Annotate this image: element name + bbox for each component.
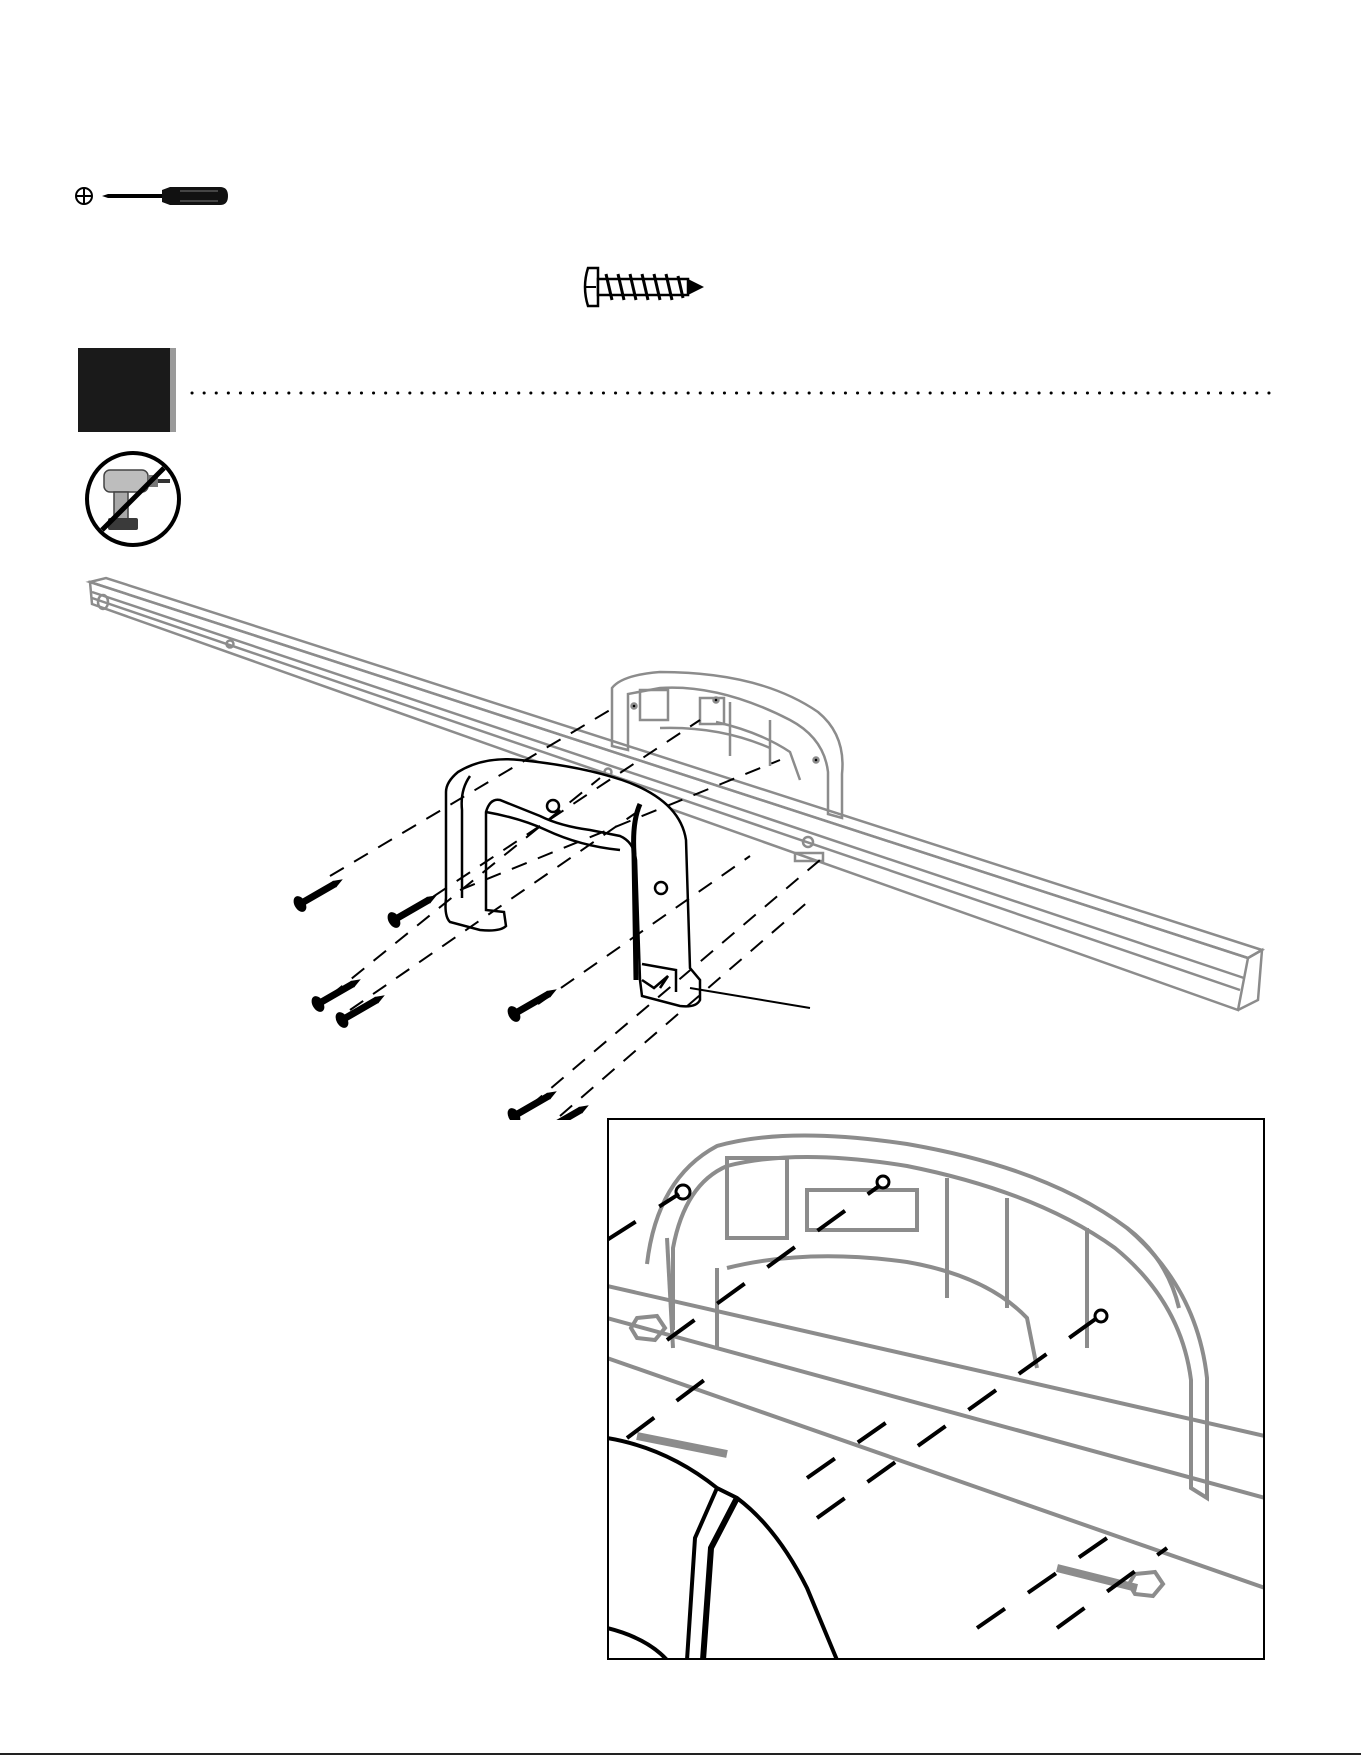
pan-head-screw-icon <box>580 262 710 312</box>
screw-set <box>292 873 592 1120</box>
page-bottom-rule <box>0 1753 1361 1755</box>
leader-line <box>690 988 810 1008</box>
detail-inset <box>607 1118 1265 1660</box>
no-power-drill-icon <box>82 448 184 550</box>
step-number-block <box>78 348 178 432</box>
dotted-divider <box>190 390 1280 396</box>
screwdriver-icon <box>70 170 230 220</box>
assembly-illustration <box>0 560 1361 1120</box>
bracket-front <box>446 759 701 1006</box>
